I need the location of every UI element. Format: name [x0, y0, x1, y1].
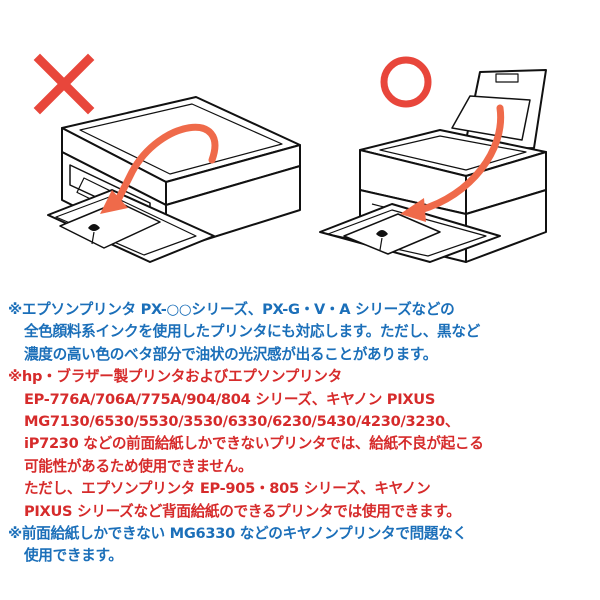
note-line: 全色顔料系インクを使用したプリンタにも対応します。ただし、黒など: [24, 323, 480, 341]
note-line: MG7130/6530/5530/3530/6330/6230/5430/423…: [24, 412, 460, 430]
note-line: ※前面給紙しかできない MG6330 などのキヤノンプリンタで問題なく: [8, 524, 467, 542]
rear-feed-printer-icon: [319, 69, 547, 263]
front-feed-printer-icon: [47, 96, 301, 263]
printer-illustrations: [33, 53, 547, 263]
note-line: EP-776A/706A/775A/904/804 シリーズ、キヤノン PIXU…: [24, 390, 436, 408]
note-line: iP7230 などの前面給紙しかできないプリンタでは、給紙不良が起こる: [24, 435, 484, 453]
note-line: ※hp・ブラザー製プリンタおよびエプソンプリンタ: [8, 368, 342, 386]
note-line: ※エプソンプリンタ PX-○○シリーズ、PX-G・V・A シリーズなどの: [8, 301, 455, 318]
note-line: ただし、エプソンプリンタ EP-905・805 シリーズ、キヤノン: [24, 480, 431, 498]
note-pigment-ink: ※エプソンプリンタ PX-○○シリーズ、PX-G・V・A シリーズなどの 全色顔…: [8, 299, 596, 366]
note-line: 使用できます。: [24, 547, 123, 565]
ng-cross-icon: [33, 53, 95, 115]
note-line: 可能性があるため使用できません。: [24, 457, 253, 475]
note-canon-compatible: ※前面給紙しかできない MG6330 などのキヤノンプリンタで問題なく 使用でき…: [8, 523, 596, 568]
note-line: 濃度の高い色のベタ部分で油状の光沢感が出ることがあります。: [24, 345, 438, 363]
note-front-feed-warning: ※hp・ブラザー製プリンタおよびエプソンプリンタ EP-776A/706A/77…: [8, 366, 596, 523]
feed-direction-arrow: [100, 123, 219, 214]
notes-block: ※エプソンプリンタ PX-○○シリーズ、PX-G・V・A シリーズなどの 全色顔…: [8, 299, 596, 568]
ok-circle-icon: [380, 56, 432, 108]
feed-direction-arrow: [400, 104, 505, 222]
note-line: PIXUS シリーズなど背面給紙のできるプリンタでは使用できます。: [24, 502, 461, 520]
